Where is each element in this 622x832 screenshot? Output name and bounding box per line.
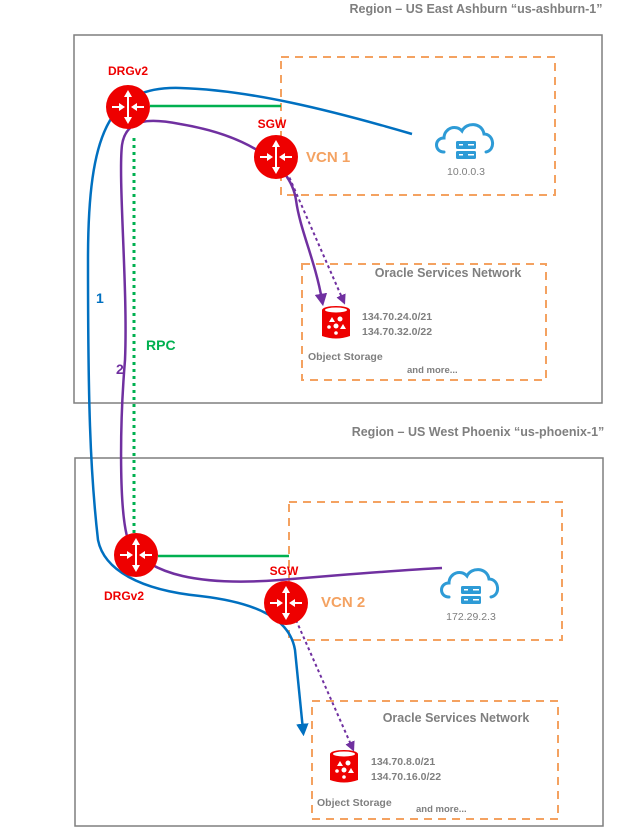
vcn-boundary bbox=[280, 56, 556, 196]
cloud-server-icon bbox=[435, 123, 495, 161]
osn2-more: and more... bbox=[416, 804, 467, 815]
osn-boundary bbox=[301, 263, 547, 381]
drg1-label: DRGv2 bbox=[108, 64, 148, 78]
osn2-object-storage-label: Object Storage bbox=[317, 797, 392, 809]
region-title: Region – US West Phoenix “us-phoenix-1” bbox=[352, 425, 605, 439]
instance2-ip: 172.29.2.3 bbox=[446, 611, 496, 623]
region-title: Region – US East Ashburn “us-ashburn-1” bbox=[349, 2, 602, 16]
osn1-title: Oracle Services Network bbox=[375, 266, 522, 280]
region-border bbox=[73, 34, 603, 404]
path-1-label: 1 bbox=[96, 290, 104, 306]
vcn-boundary bbox=[288, 501, 563, 641]
vcn1-label: VCN 1 bbox=[306, 149, 350, 166]
osn1-cidr-2: 134.70.32.0/22 bbox=[362, 326, 432, 338]
vcn2-label: VCN 2 bbox=[321, 594, 365, 611]
region-ashburn: Region – US East Ashburn “us-ashburn-1” bbox=[73, 2, 603, 404]
osn2-title: Oracle Services Network bbox=[383, 711, 530, 725]
region-phoenix: Region – US West Phoenix “us-phoenix-1” bbox=[74, 425, 605, 827]
sgw1-label: SGW bbox=[258, 117, 287, 131]
sgw2-router-icon bbox=[263, 580, 309, 626]
path-2-label: 2 bbox=[116, 361, 124, 377]
osn2-cidr-2: 134.70.16.0/22 bbox=[371, 771, 441, 783]
region-border bbox=[74, 457, 604, 827]
osn1-cidr-1: 134.70.24.0/21 bbox=[362, 311, 432, 323]
osn1-more: and more... bbox=[407, 365, 458, 376]
instance1-ip: 10.0.0.3 bbox=[447, 166, 485, 178]
object-storage-bucket-icon bbox=[330, 750, 358, 783]
drg2-label: DRGv2 bbox=[104, 589, 144, 603]
sgw1-route-dotted bbox=[286, 171, 346, 305]
drg2-router-icon bbox=[113, 532, 159, 578]
osn2-cidr-1: 134.70.8.0/21 bbox=[371, 756, 435, 768]
rpc-label: RPC bbox=[146, 337, 176, 353]
object-storage-bucket-icon bbox=[322, 306, 350, 339]
sgw2-route-dotted bbox=[295, 619, 355, 752]
osn1-object-storage-label: Object Storage bbox=[308, 351, 383, 363]
sgw2-label: SGW bbox=[270, 564, 299, 578]
path-1-blue bbox=[86, 86, 413, 737]
cloud-server-icon bbox=[440, 568, 500, 606]
drg1-router-icon bbox=[105, 84, 151, 130]
sgw1-router-icon bbox=[253, 134, 299, 180]
